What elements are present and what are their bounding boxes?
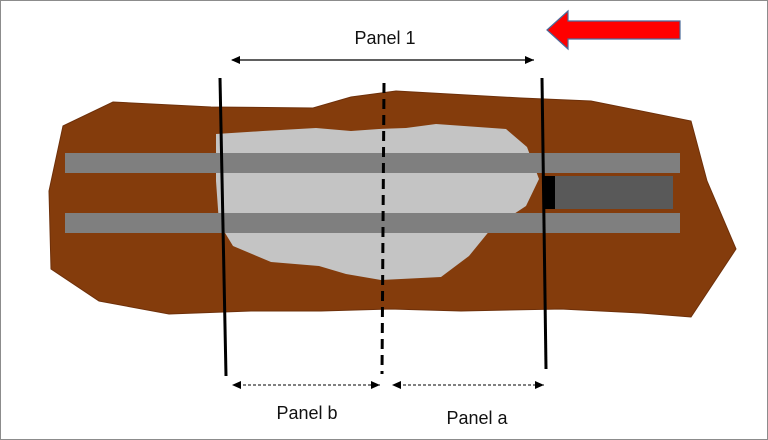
middle-dashed-line	[380, 82, 386, 375]
left-boundary-line	[218, 77, 228, 377]
pipe-end	[543, 176, 555, 209]
panel-a-label: Panel a	[446, 408, 508, 428]
panel-b-label: Panel b	[276, 403, 337, 423]
right-boundary-line	[540, 77, 548, 370]
panel-1-label: Panel 1	[354, 28, 415, 48]
lower-casing	[65, 213, 680, 233]
inner-pipe	[553, 176, 673, 209]
upper-casing	[65, 153, 680, 173]
left-arrow-icon	[546, 9, 681, 51]
